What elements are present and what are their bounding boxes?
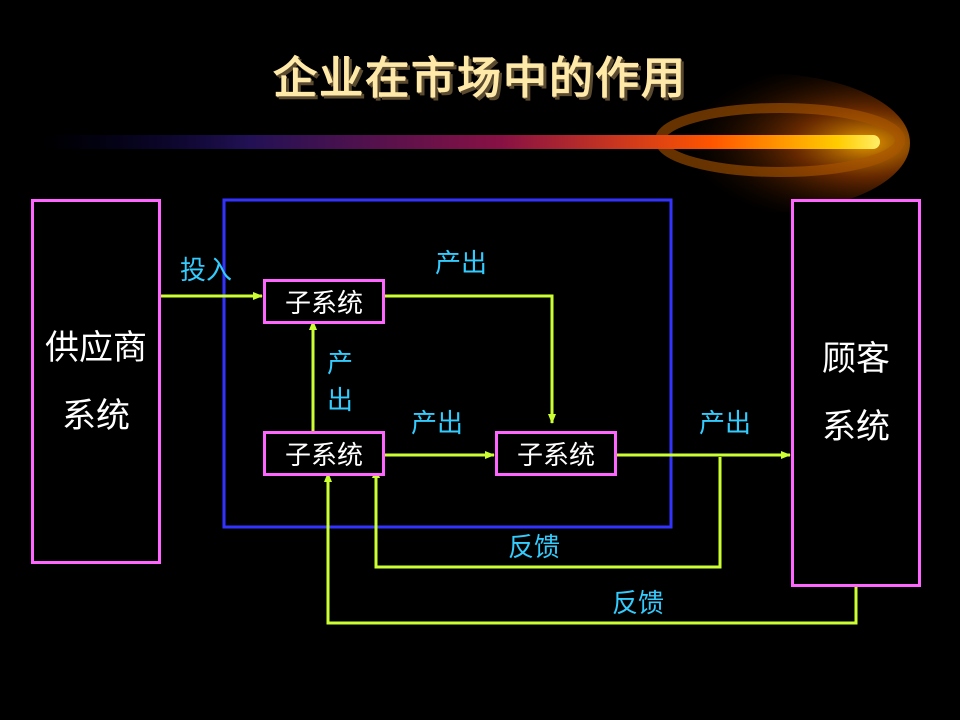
customer-system-label: 顾客 系统 xyxy=(822,339,890,447)
output-vertical-label-1: 产 xyxy=(326,349,353,379)
output-vertical-label-2: 出 xyxy=(326,386,353,416)
subsystem-left-box: 子系统 xyxy=(263,431,385,476)
supplier-system-box: 供应商 系统 xyxy=(31,199,161,564)
input-label: 投入 xyxy=(180,256,233,286)
subsystem-right-label: 子系统 xyxy=(516,441,595,471)
feedback-inner-arrow xyxy=(372,457,722,569)
feedback-outer-arrow xyxy=(324,472,858,625)
subsystem-top-box: 子系统 xyxy=(263,279,385,324)
customer-system-box: 顾客 系统 xyxy=(791,199,921,587)
output-top-label: 产出 xyxy=(435,249,488,279)
enterprise-boundary xyxy=(222,198,673,529)
feedback-outer-label: 反馈 xyxy=(612,589,665,619)
subsystem-right-box: 子系统 xyxy=(495,431,617,476)
output-middle-label: 产出 xyxy=(411,409,464,439)
output-right-label: 产出 xyxy=(699,409,752,439)
supplier-system-label: 供应商 系统 xyxy=(45,327,147,436)
slide-title: 企业在市场中的作用 xyxy=(273,53,687,104)
output-top-arrow xyxy=(384,294,556,424)
subsystem-left-label: 子系统 xyxy=(284,441,363,471)
subsystem-top-label: 子系统 xyxy=(284,289,363,319)
decorative-comet xyxy=(40,73,910,213)
feedback-inner-label: 反馈 xyxy=(508,533,561,563)
